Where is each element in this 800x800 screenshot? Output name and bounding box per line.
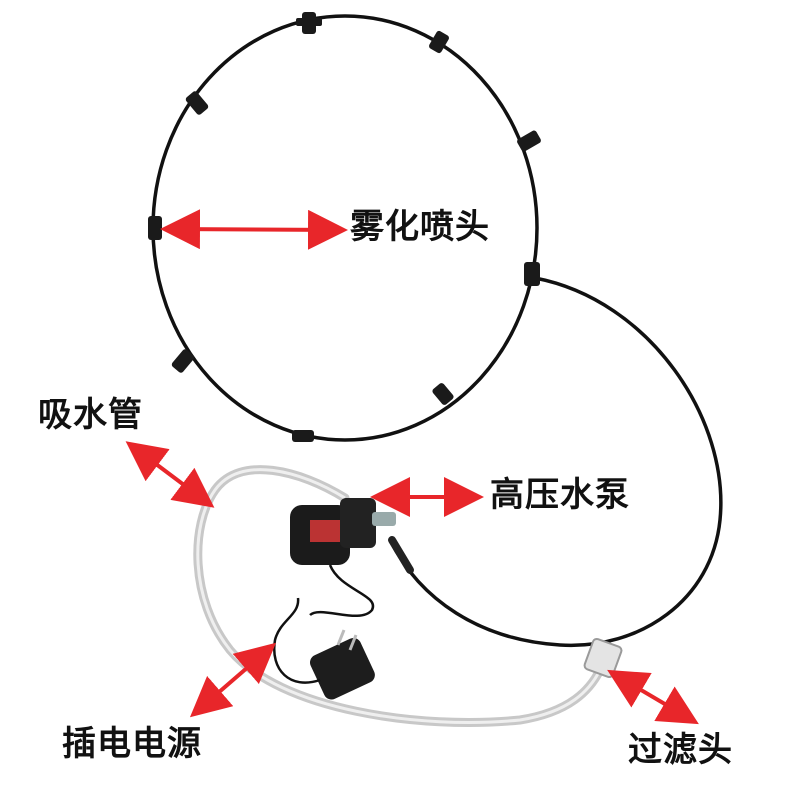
- mist-nozzle-icon: [292, 430, 314, 442]
- annotation-arrows: [125, 209, 699, 725]
- mist-nozzle-icon: [171, 349, 195, 373]
- filter-arrow: [607, 669, 699, 725]
- mist-nozzle-icon: [185, 91, 209, 115]
- mist-nozzle-icon: [432, 383, 454, 405]
- power-arrow: [189, 642, 277, 718]
- mist-nozzle-icon: [148, 216, 162, 240]
- label-suction-hose: 吸水管: [38, 395, 143, 435]
- nozzle-arrow: [160, 209, 348, 250]
- water-pump-icon: [290, 498, 414, 617]
- mist-nozzle-icon: [517, 130, 541, 152]
- label-mist-nozzle: 雾化喷头: [350, 207, 490, 247]
- label-power-adapter: 插电电源: [62, 724, 202, 764]
- mist-nozzle-icon: [429, 30, 449, 54]
- mist-nozzle-icon: [524, 262, 540, 286]
- mist-nozzle-icon: [296, 12, 322, 34]
- label-filter-head: 过滤头: [628, 730, 733, 770]
- filter-head-icon: [583, 637, 623, 679]
- feed-tubing: [388, 276, 723, 648]
- nozzles: [148, 12, 541, 442]
- suction-arrow: [125, 441, 215, 508]
- label-pump: 高压水泵: [490, 475, 630, 515]
- power-adapter-icon: [272, 597, 375, 700]
